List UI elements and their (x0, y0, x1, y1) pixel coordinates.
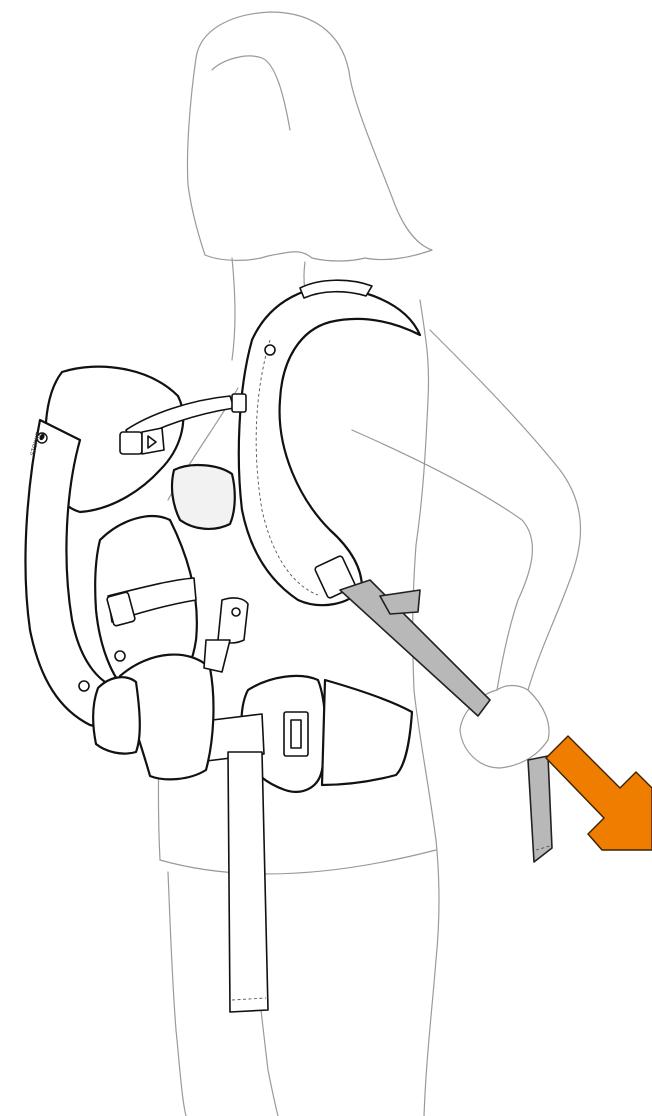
head-hair (187, 12, 432, 261)
rivet (265, 345, 275, 355)
torso-back (413, 300, 436, 840)
arrow-down-right-icon (546, 736, 652, 850)
upper-arm (430, 330, 581, 690)
direction-arrow (546, 736, 652, 850)
person-outline (159, 12, 581, 1116)
front-carrier: STOKKE (25, 367, 248, 780)
shoulder-strap-pad (239, 287, 420, 605)
button-snap (115, 651, 125, 661)
waist-belt (196, 676, 412, 1012)
hanging-strap (228, 752, 268, 1012)
neck (232, 258, 235, 360)
chest-buckle (120, 428, 164, 454)
legs (168, 872, 186, 1116)
